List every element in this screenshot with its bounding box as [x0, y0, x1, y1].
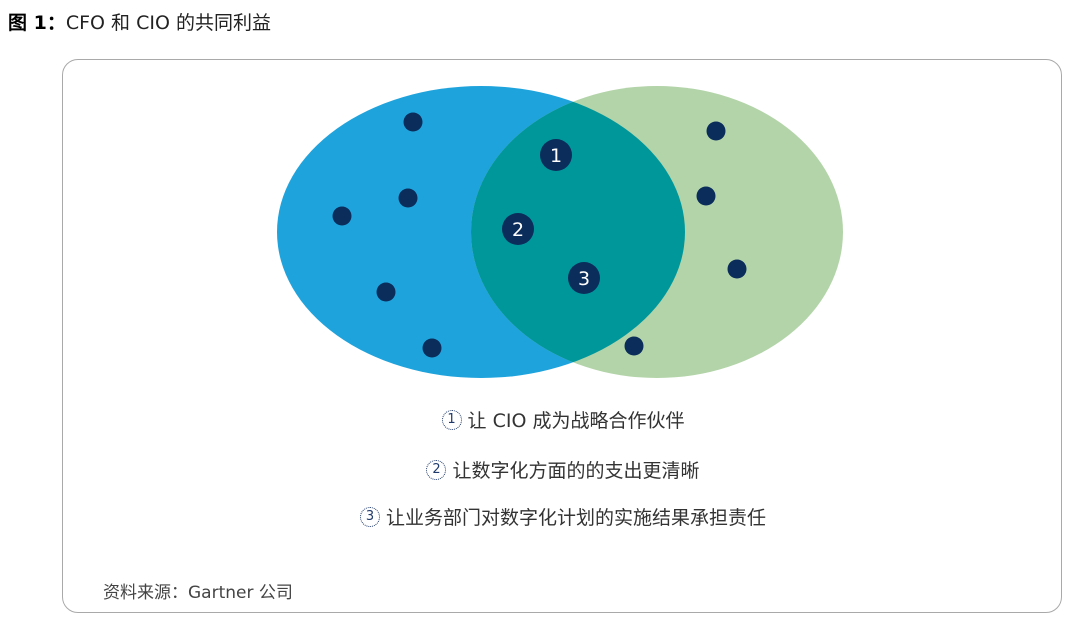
venn-point-1: 1 — [540, 139, 572, 171]
venn-diagram: 1 2 3 — [277, 86, 843, 378]
venn-dot — [727, 259, 747, 279]
venn-dot — [376, 282, 396, 302]
venn-dot — [706, 121, 726, 141]
source-note: 资料来源：Gartner 公司 — [103, 583, 293, 603]
venn-point-2-label: 2 — [512, 219, 524, 241]
figure-label: 图 1： — [8, 12, 66, 34]
venn-dot — [403, 112, 423, 132]
venn-point-1-label: 1 — [550, 145, 562, 167]
venn-dot — [696, 186, 716, 206]
figure-title: 图 1：CFO 和 CIO 的共同利益 — [8, 8, 271, 35]
venn-dot — [624, 336, 644, 356]
venn-point-3: 3 — [568, 262, 600, 294]
diagram-card: 1 2 3 1 让 CIO 成为战略合作伙伴 2 让数字化方面的的支出更清晰 3… — [62, 59, 1062, 613]
venn-dot — [332, 206, 352, 226]
venn-point-2: 2 — [502, 213, 534, 245]
figure-title-text: CFO 和 CIO 的共同利益 — [65, 12, 271, 34]
venn-dot — [398, 188, 418, 208]
venn-point-3-label: 3 — [578, 268, 590, 290]
venn-dot — [422, 338, 442, 358]
